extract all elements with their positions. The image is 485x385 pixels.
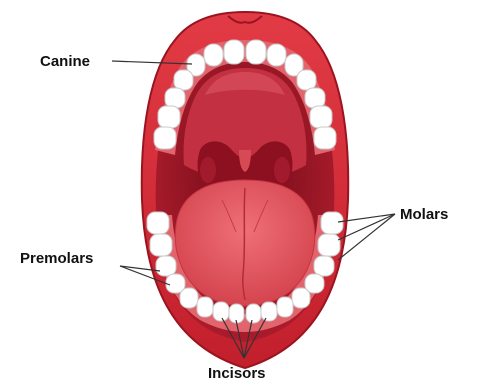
incisors-label: Incisors [208,365,266,382]
upper-incisor [224,40,244,64]
upper-incisor [204,44,223,66]
tonsil-right [274,157,290,183]
lower-canine [180,288,198,308]
canine-label: Canine [40,53,90,70]
mouth-illustration [142,12,348,368]
lower-incisor [197,297,213,317]
premolars-label: Premolars [20,250,93,267]
lower-incisor [213,302,229,321]
upper-premolar [165,88,185,108]
upper-incisor [246,40,266,64]
upper-incisor [267,44,286,66]
molars-label: Molars [400,206,448,223]
tonsil-left [200,157,216,183]
lower-incisor [246,304,261,323]
lower-canine [292,288,310,308]
lower-molar [318,234,340,256]
lower-molar [147,212,169,234]
upper-premolar [297,70,316,90]
lower-molar [321,212,343,234]
lower-molar [150,234,172,256]
upper-premolar [174,70,193,90]
lower-premolar [314,256,334,276]
upper-molar [154,127,176,149]
upper-molar [314,127,336,149]
upper-molar [158,106,180,128]
lower-incisor [261,302,277,321]
lower-premolar [156,256,176,276]
upper-molar [310,106,332,128]
upper-premolar [305,88,325,108]
lower-incisor [277,297,293,317]
